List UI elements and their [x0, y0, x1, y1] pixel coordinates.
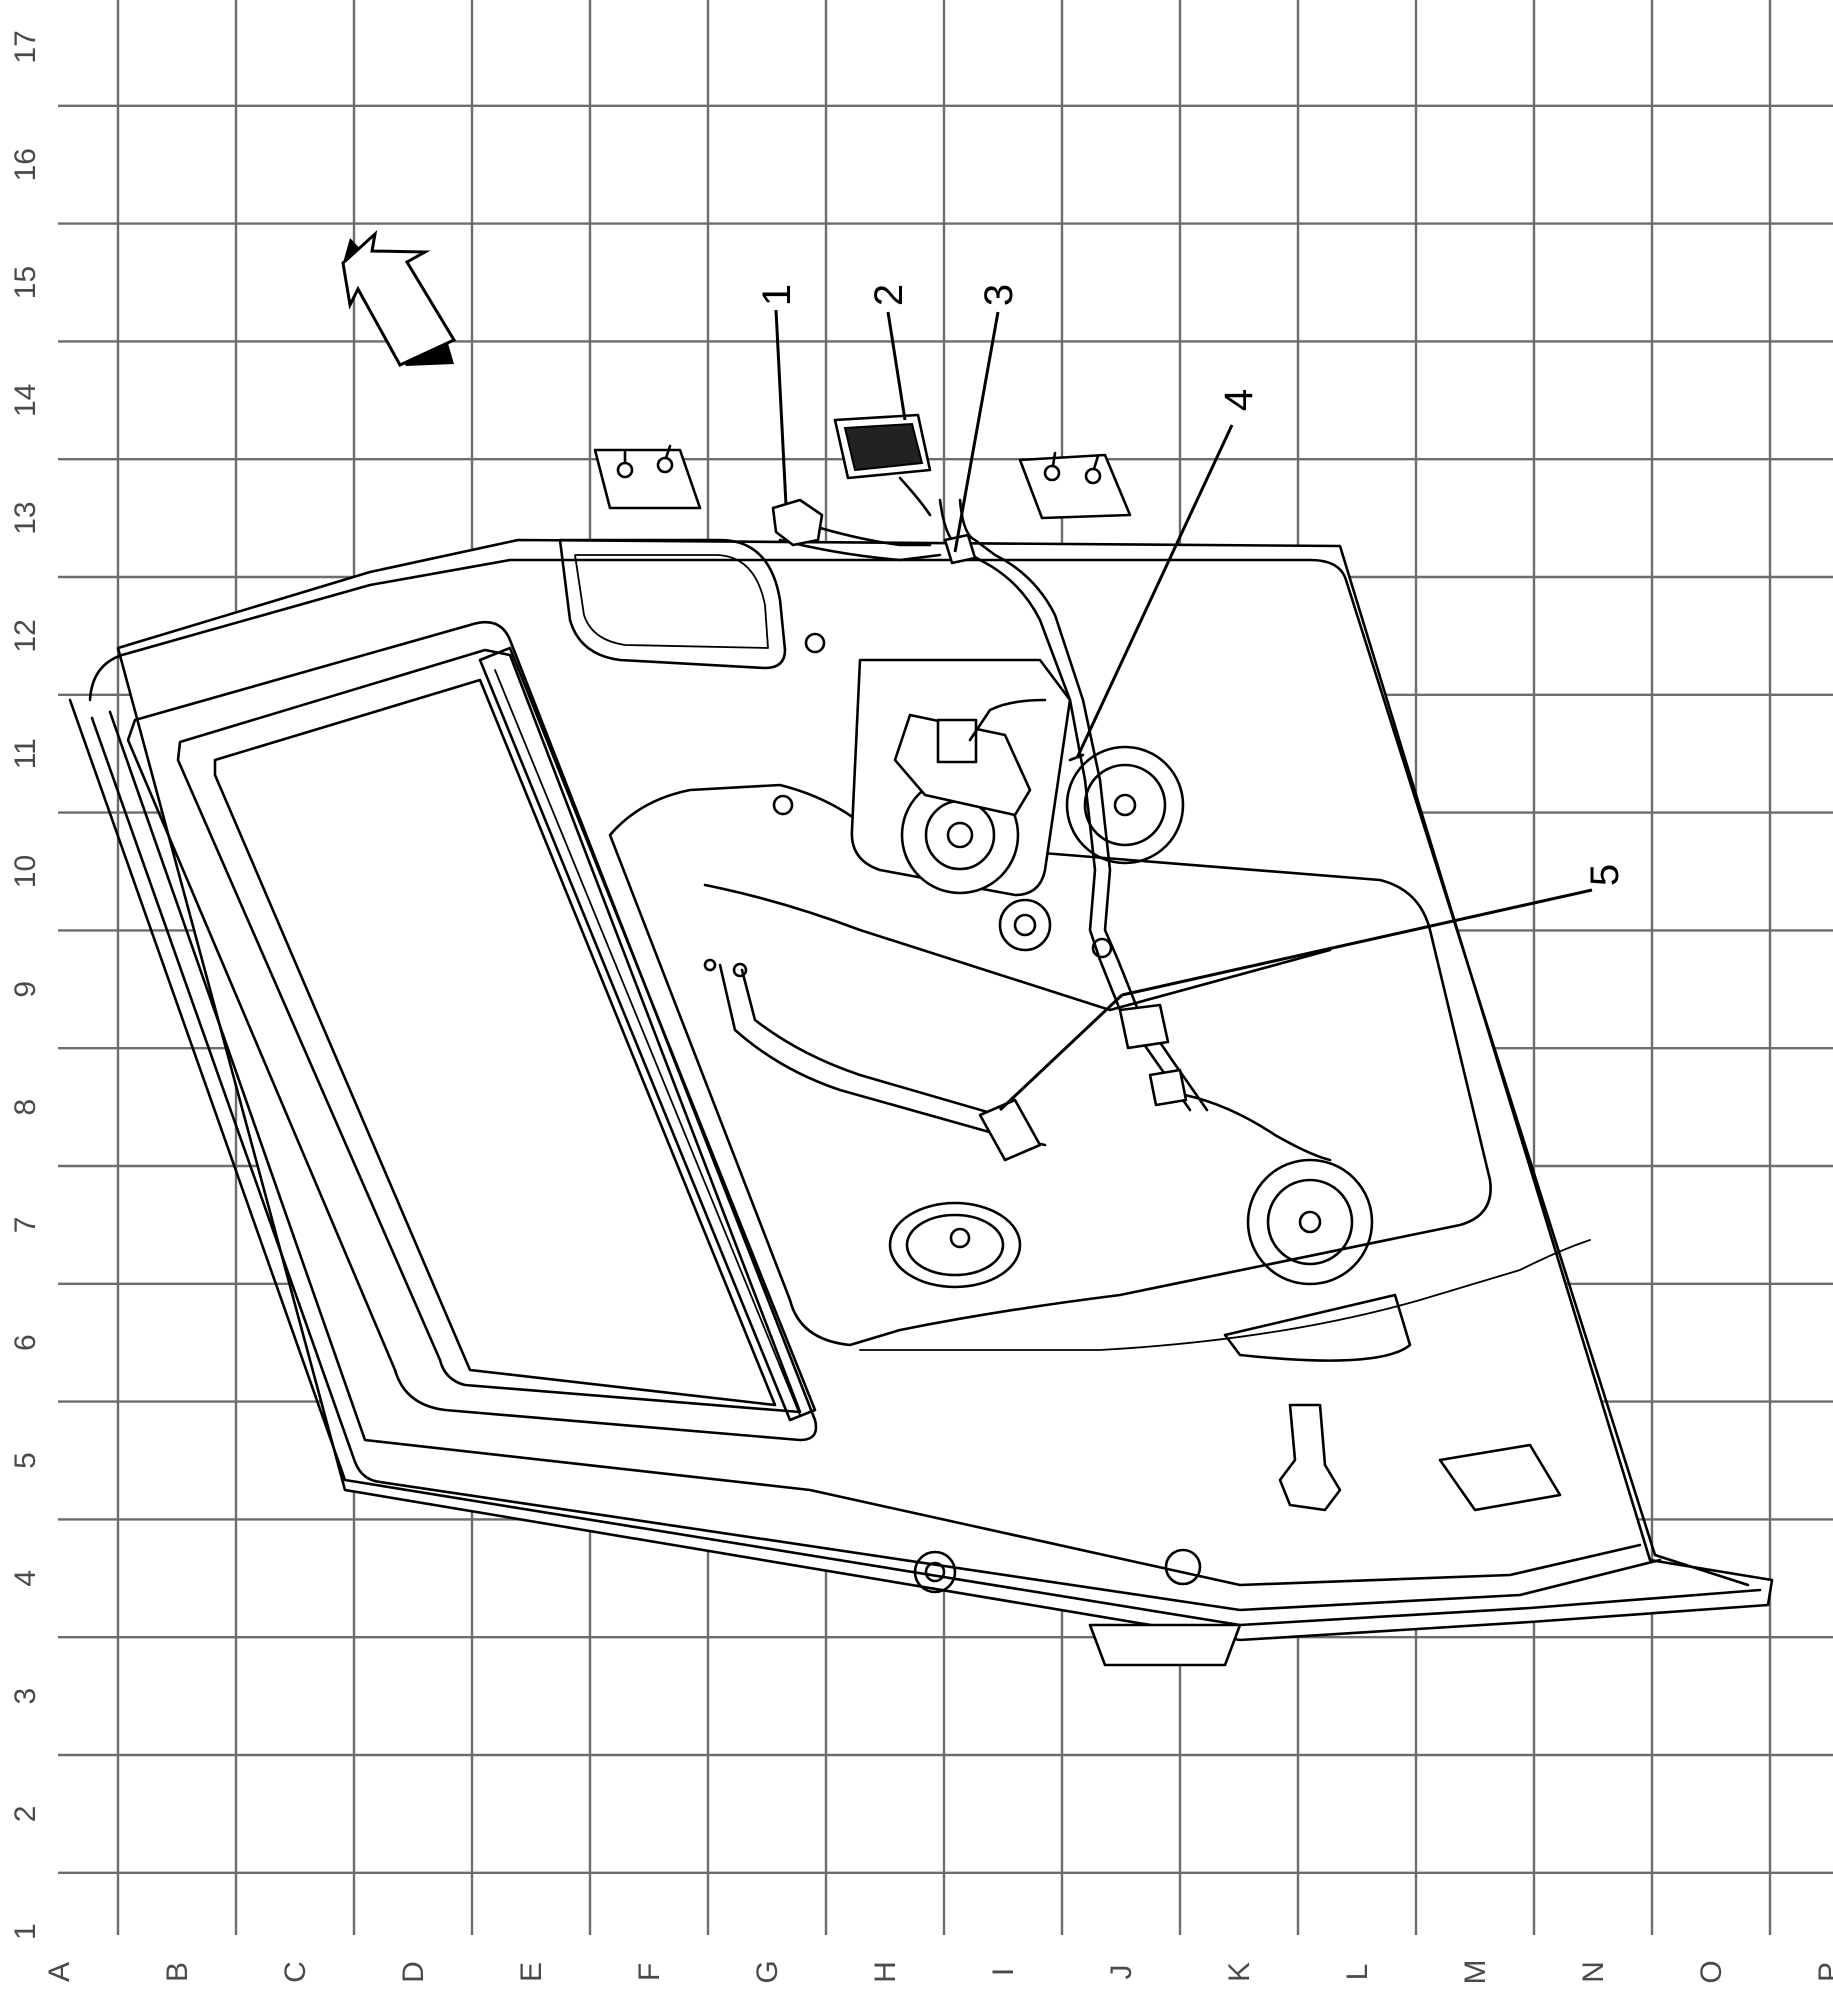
- lower-left-speaker-mount: [888, 1201, 1022, 1289]
- grid-column-labels: A B C D E F G H I J K L M N O P: [43, 1960, 1833, 1985]
- mounting-stud-1: [616, 450, 634, 479]
- grid-row-label: 4: [9, 1570, 42, 1587]
- window-opening-inner: [213, 678, 777, 1407]
- inner-panel-contour-lower: [859, 1239, 1591, 1351]
- lock-rod-end-1: [703, 958, 717, 972]
- door-inner-panel: [68, 413, 1774, 1667]
- mounting-stud-3: [1043, 451, 1061, 482]
- callout-number: 4: [1217, 389, 1261, 411]
- grid-column-label: N: [1577, 1961, 1610, 1983]
- module-pigtail: [898, 476, 932, 517]
- callout-5: 5: [998, 864, 1627, 1112]
- fastener-upper: [804, 632, 826, 654]
- fastener-mid: [772, 794, 794, 816]
- harness-connector-5b: [1148, 1068, 1188, 1107]
- grid-column-label: P: [1813, 1962, 1833, 1982]
- window-opening-outer: [176, 648, 802, 1414]
- grid-column-label: A: [43, 1962, 76, 1982]
- upper-access-cutout-inner: [574, 554, 769, 649]
- mounting-stud-4: [1084, 454, 1102, 485]
- bottom-drain-hole-2: [1164, 1548, 1202, 1586]
- glass-run-channel-line: [494, 669, 801, 1416]
- harness-connector-3: [943, 533, 977, 565]
- bottom-tab: [1088, 1623, 1242, 1667]
- grid-column-label: F: [633, 1963, 666, 1981]
- grid-row-label: 9: [9, 981, 42, 998]
- grid-row-label: 3: [9, 1688, 42, 1705]
- callout-number: 3: [977, 284, 1021, 306]
- lock-bracket: [1223, 1293, 1412, 1362]
- wiring-harness-main-2: [958, 498, 1209, 1112]
- grid-column-label: J: [1105, 1965, 1138, 1980]
- grid-column-label: B: [161, 1962, 194, 1982]
- grid-row-label: 16: [9, 148, 42, 181]
- wiring-harness-branch-2: [808, 523, 932, 547]
- wiring-harness-motor-lead: [968, 698, 1047, 742]
- door-frame-contour-5: [108, 710, 1642, 1587]
- grid-column-label: C: [279, 1961, 312, 1983]
- grid-column-label: D: [397, 1961, 430, 1983]
- lock-rod-end-2: [732, 962, 748, 978]
- grid-row-label: 6: [9, 1334, 42, 1351]
- harness-connector-5: [1118, 1003, 1170, 1050]
- window-opening-rim: [126, 620, 818, 1442]
- grid-row-label: 15: [9, 266, 42, 299]
- grid-row-label: 7: [9, 1217, 42, 1234]
- grid-column-label: I: [987, 1968, 1020, 1976]
- inside-handle-cable: [1183, 1093, 1332, 1162]
- front-direction-arrow-icon: [341, 229, 457, 367]
- glass-run-channel: [478, 646, 817, 1422]
- grid-row-label: 17: [9, 30, 42, 63]
- grid-row-label: 14: [9, 384, 42, 417]
- grid-column-label: K: [1223, 1962, 1256, 1982]
- door-handle-bracket: [1438, 1443, 1562, 1512]
- grid-row-label: 10: [9, 855, 42, 888]
- upper-speaker-mount: [1065, 745, 1185, 865]
- callout-2: 2: [867, 284, 911, 421]
- grid-column-label: O: [1695, 1960, 1728, 1983]
- regulator-motor-hub: [946, 821, 974, 849]
- upper-access-cutout: [558, 538, 787, 670]
- grid-row-label: 13: [9, 501, 42, 534]
- grid-row-label: 12: [9, 619, 42, 652]
- grid-column-label: G: [751, 1960, 784, 1983]
- callout-1: 1: [755, 284, 799, 506]
- grid-row-label: 8: [9, 1099, 42, 1116]
- door-latch: [1278, 1403, 1342, 1512]
- grid-column-label: M: [1459, 1960, 1492, 1985]
- callout-4: 4: [1075, 389, 1261, 759]
- grid-column-label: E: [515, 1962, 548, 1982]
- lock-rod-2: [740, 968, 1017, 1122]
- callout-3: 3: [953, 284, 1021, 553]
- harness-connector-1: [771, 498, 824, 547]
- grid-row-label: 5: [9, 1452, 42, 1469]
- lower-speaker-mount: [1246, 1158, 1374, 1286]
- grid-row-label: 2: [9, 1806, 42, 1823]
- mounting-stud-2: [656, 444, 674, 474]
- regulator-motor-housing: [893, 713, 1032, 817]
- center-grommet: [998, 898, 1052, 952]
- fastener-harness: [1091, 937, 1113, 959]
- grid-column-label: H: [869, 1961, 902, 1983]
- upper-mounting-tab-left: [593, 448, 702, 510]
- grid-column-label: L: [1341, 1964, 1374, 1981]
- callout-number: 2: [867, 284, 911, 306]
- inner-panel-contour: [608, 783, 1492, 1347]
- wiring-harness-main: [938, 498, 1192, 1112]
- grid-row-label: 11: [9, 738, 42, 769]
- inner-rod-long: [703, 883, 1332, 1012]
- upper-mounting-tab-right: [1018, 453, 1132, 520]
- grid-row-label: 1: [9, 1923, 42, 1940]
- lock-rod-1: [718, 963, 1047, 1147]
- door-control-module-face: [843, 422, 924, 472]
- callout-number: 1: [755, 284, 799, 306]
- callout-number: 5: [1583, 864, 1627, 886]
- bottom-drain-hole-1: [913, 1550, 957, 1594]
